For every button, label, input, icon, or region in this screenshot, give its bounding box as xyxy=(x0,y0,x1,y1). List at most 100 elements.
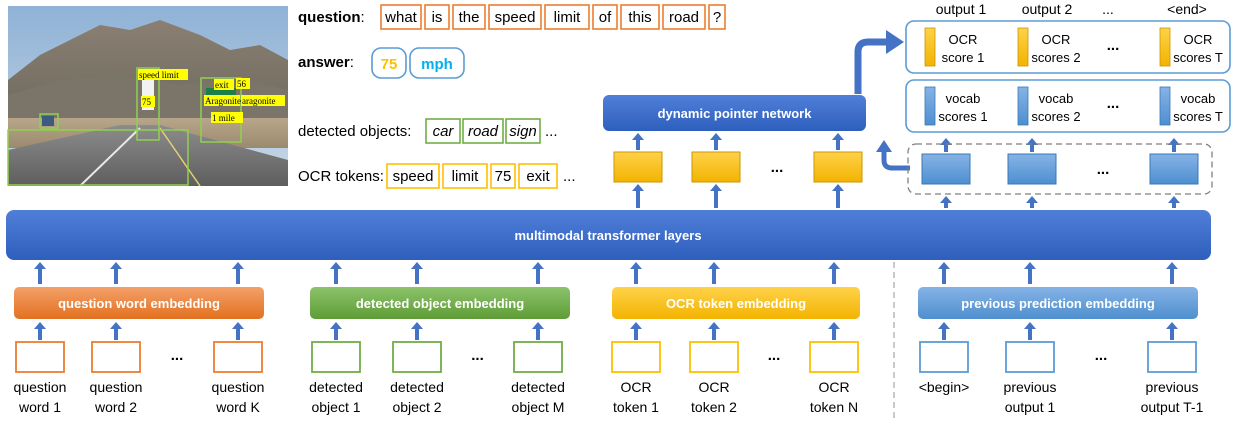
detection-label: 75 xyxy=(142,97,152,107)
object-input-label: object M xyxy=(512,399,565,415)
object-input-label: detected xyxy=(511,379,565,395)
vocab-score-label: scores T xyxy=(1173,109,1223,124)
object-input-label: detected xyxy=(309,379,363,395)
arrow-head-icon xyxy=(411,262,423,269)
object-embedding-label: detected object embedding xyxy=(356,296,524,311)
arrow-shaft xyxy=(1028,328,1032,340)
detection-label-bg xyxy=(141,96,155,107)
vocab-score-label: scores 1 xyxy=(938,109,987,124)
ocr-score-label: OCR xyxy=(949,32,978,47)
ocr-scores-panel xyxy=(905,20,1231,74)
arrow-shaft xyxy=(634,268,638,284)
question-input-label: word K xyxy=(215,399,260,415)
arrow-head-icon xyxy=(710,184,722,191)
arrow-head-icon xyxy=(330,262,342,269)
ellipsis: ... xyxy=(1097,161,1110,178)
arrow-shaft xyxy=(942,268,946,284)
arrow-shaft xyxy=(334,268,338,284)
arrow-head-icon xyxy=(1166,322,1178,329)
arrow-head-icon xyxy=(630,262,642,269)
ocr-token-box xyxy=(518,163,558,189)
detection-label: Aragonite xyxy=(205,96,241,106)
arrow-head-icon xyxy=(708,262,720,269)
arrow-head-icon xyxy=(532,262,544,269)
detected-object-box xyxy=(462,118,504,144)
arrow-head-icon xyxy=(708,322,720,329)
ocr-input-label: OCR xyxy=(698,379,729,395)
detected-objects-label: detected objects: xyxy=(298,123,411,140)
multimodal-transformer: multimodal transformer layers xyxy=(6,210,1211,260)
detection-label-bg xyxy=(214,79,234,90)
previous-input-box xyxy=(1147,341,1197,373)
arrow-head-icon xyxy=(232,322,244,329)
arrow-head-icon xyxy=(110,262,122,269)
ocr-token: exit xyxy=(526,168,550,185)
arrow-shaft xyxy=(714,190,718,208)
arrow-head-icon xyxy=(886,30,904,54)
previous-input-label: previous xyxy=(1146,379,1199,395)
ellipsis: ... xyxy=(1095,347,1108,364)
question-token: speed xyxy=(495,9,536,26)
object-input-box xyxy=(311,341,361,373)
arrow-head-icon xyxy=(832,133,844,140)
question-input-label: word 1 xyxy=(18,399,61,415)
ellipsis: ... xyxy=(771,159,784,176)
arrow-shaft xyxy=(636,190,640,208)
detection-label: speed limit xyxy=(139,70,179,80)
ocr-token-box xyxy=(490,163,516,189)
question-token: of xyxy=(599,9,612,26)
arrow-shaft xyxy=(836,190,840,208)
ocr-token: speed xyxy=(393,168,434,185)
detection-label-bg xyxy=(236,78,250,89)
detection-label: 56 xyxy=(237,79,247,89)
object-input-label: object 2 xyxy=(392,399,441,415)
arrow-shaft xyxy=(836,139,840,150)
ocr-tokens-ellipsis: ... xyxy=(563,168,576,185)
question-token-box xyxy=(662,4,706,30)
arrow-head-icon xyxy=(632,133,644,140)
car-detection-box xyxy=(39,113,59,129)
arrow-head-icon xyxy=(330,322,342,329)
answer-token: mph xyxy=(421,56,453,73)
ocr-input-box xyxy=(689,341,739,373)
arrow-shaft xyxy=(832,268,836,284)
ocr-token-box xyxy=(386,163,440,189)
arrow-head-icon xyxy=(34,262,46,269)
question-input-box xyxy=(91,341,141,373)
speed-sign-detection-box xyxy=(136,67,160,141)
detected-object-box xyxy=(505,118,541,144)
ocr-score-bar xyxy=(1017,27,1029,67)
previous-input-label: output T-1 xyxy=(1141,399,1204,415)
curved-arrow xyxy=(854,38,888,94)
arrow-shaft xyxy=(944,144,948,152)
pointer-network-label: dynamic pointer network xyxy=(658,106,813,121)
detection-label: 1 mile xyxy=(212,113,235,123)
decoding-transformer-output xyxy=(1007,153,1057,185)
arrow-head-icon xyxy=(828,262,840,269)
vocab-score-bar xyxy=(1017,86,1029,126)
ellipsis: ... xyxy=(768,347,781,364)
transformer-output-tokens: ...... xyxy=(613,143,1213,195)
object-input-label: detected xyxy=(390,379,444,395)
ocr-input-label: OCR xyxy=(818,379,849,395)
vocab-score-label: vocab xyxy=(1039,91,1074,106)
curved-arrow xyxy=(881,150,910,171)
arrow-shaft xyxy=(1170,328,1174,340)
output-header: ... xyxy=(1102,1,1114,17)
arrow-head-icon xyxy=(1024,322,1036,329)
arrow-head-icon xyxy=(710,133,722,140)
output-header: <end> xyxy=(1167,1,1207,17)
ellipsis: ... xyxy=(171,347,184,364)
question-token: the xyxy=(459,9,480,26)
arrow-layer xyxy=(34,30,1180,340)
ocr-token-embedding: OCR token embedding xyxy=(612,287,860,319)
output-header: output 2 xyxy=(1022,1,1073,17)
question-token: is xyxy=(432,9,443,26)
ocr-token: limit xyxy=(452,168,479,185)
arrow-shaft xyxy=(712,328,716,340)
answer-token-box xyxy=(371,47,407,79)
